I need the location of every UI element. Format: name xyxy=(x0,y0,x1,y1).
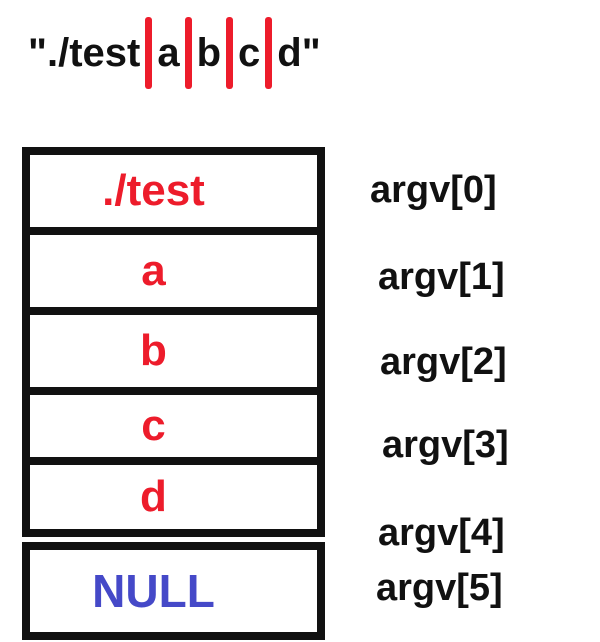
argv-label-3: argv[3] xyxy=(382,424,509,466)
argv-cell-2-value: b xyxy=(140,326,167,375)
command-segment-arg-a: a xyxy=(157,30,180,75)
argv-cell-4-value: d xyxy=(140,472,167,521)
argv-label-1: argv[1] xyxy=(378,256,505,298)
argv-cell-5-value: NULL xyxy=(92,565,215,617)
command-segment-program: "./test xyxy=(28,30,141,75)
argv-cell-1: a xyxy=(22,227,325,315)
argv-cell-5-null: NULL xyxy=(22,542,325,640)
argv-label-4: argv[4] xyxy=(378,512,505,554)
command-segment-arg-c: c xyxy=(238,30,261,75)
separator-bar-icon xyxy=(184,17,192,89)
argv-label-2: argv[2] xyxy=(380,341,507,383)
argv-cell-3-value: c xyxy=(141,401,166,450)
argv-cell-3: c xyxy=(22,387,325,465)
argv-cell-4: d xyxy=(22,457,325,537)
argv-label-5: argv[5] xyxy=(376,567,503,609)
argv-cell-0: ./test xyxy=(22,147,325,235)
separator-bar-icon xyxy=(226,17,234,89)
command-segment-arg-b: b xyxy=(196,30,222,75)
command-string: "./test a b c d" xyxy=(28,12,321,94)
argv-cell-1-value: a xyxy=(141,246,166,295)
separator-bar-icon xyxy=(145,17,153,89)
argv-cell-2: b xyxy=(22,307,325,395)
argv-cell-0-value: ./test xyxy=(102,166,205,215)
argv-label-0: argv[0] xyxy=(370,169,497,211)
command-segment-arg-d: d" xyxy=(277,30,321,75)
separator-bar-icon xyxy=(265,17,273,89)
